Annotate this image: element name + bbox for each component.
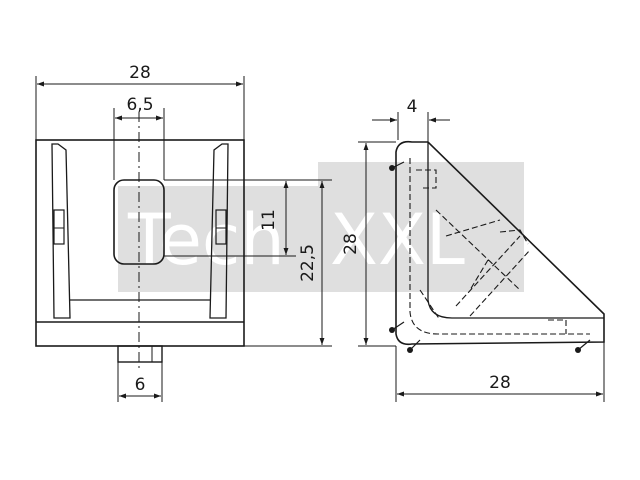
dim-side-thickness-label: 4 [407,97,418,117]
side-view-inner-edge [427,142,604,319]
front-view-bottom-tab [117,345,163,363]
dim-slot-width-label: 6,5 [126,95,153,115]
dim-front-width-label: 28 [129,63,151,83]
side-view-outline [395,140,605,346]
watermark-text-tech: Tech [127,199,285,281]
side-view: 4 28 28 [341,97,605,402]
dim-tab-width-label: 6 [135,375,146,395]
front-view-left-wall [51,143,71,319]
dim-slot-center-height-label: 22,5 [298,244,318,282]
dim-slot-height-label: 11 [259,209,279,231]
dim-side-width-label: 28 [489,373,511,393]
front-view-right-wall [209,143,229,319]
watermark-text-xxl: XXL [330,199,465,281]
front-view-left-tab [53,209,65,245]
front-view-right-tab [215,209,227,245]
watermark-box-right [318,162,524,292]
dim-side-height-label: 28 [341,233,361,255]
watermark: Tech XXL [118,162,524,292]
front-view: 28 6,5 11 22,5 6 [35,63,332,402]
side-view-hidden-lines [409,158,590,335]
